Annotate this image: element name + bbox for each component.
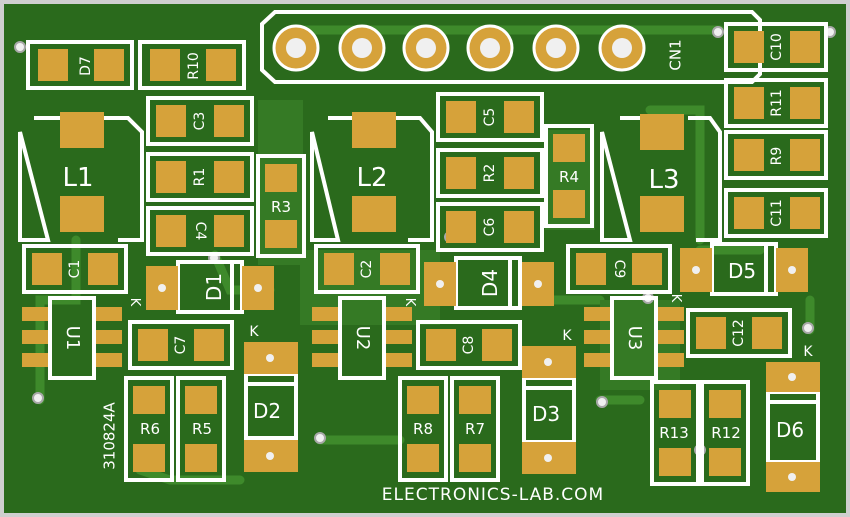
board-id: 310824A bbox=[101, 402, 119, 470]
label-d7: D7 bbox=[78, 56, 94, 76]
label-l3: L3 bbox=[648, 165, 679, 195]
label-c9: C9 bbox=[611, 260, 627, 279]
pads bbox=[32, 31, 820, 476]
label-k-d6: K bbox=[803, 344, 813, 360]
label-r10: R10 bbox=[186, 52, 202, 80]
label-c5: C5 bbox=[482, 108, 498, 127]
label-r12: R12 bbox=[711, 424, 741, 442]
diodes-vertical bbox=[244, 342, 820, 492]
label-r11: R11 bbox=[769, 89, 785, 117]
label-c11: C11 bbox=[769, 199, 785, 227]
label-r4: R4 bbox=[559, 168, 579, 186]
diodes-horizontal bbox=[146, 242, 808, 314]
inductors bbox=[18, 112, 722, 242]
component-outlines bbox=[22, 22, 828, 486]
label-r7: R7 bbox=[465, 420, 485, 438]
label-u3: U3 bbox=[624, 326, 645, 351]
label-c7: C7 bbox=[173, 336, 189, 355]
label-c3: C3 bbox=[192, 112, 208, 131]
label-d2: D2 bbox=[253, 399, 281, 423]
label-d4: D4 bbox=[478, 269, 502, 297]
label-cn1: CN1 bbox=[667, 39, 685, 70]
label-r8: R8 bbox=[413, 420, 433, 438]
label-c4: C4 bbox=[192, 222, 208, 241]
label-d3: D3 bbox=[532, 402, 560, 426]
label-c10: C10 bbox=[769, 33, 785, 61]
label-r5: R5 bbox=[192, 420, 212, 438]
silkscreen-labels: D7 R10 CN1 C10 R11 R9 C11 C3 R1 C4 C5 R2… bbox=[62, 33, 813, 505]
label-k-d5: K bbox=[668, 294, 683, 303]
label-k-d1: K bbox=[127, 298, 142, 307]
label-r2: R2 bbox=[482, 164, 498, 183]
label-r1: R1 bbox=[192, 168, 208, 187]
ic-packages bbox=[22, 296, 684, 380]
label-c6: C6 bbox=[482, 218, 498, 237]
label-k-d2: K bbox=[249, 324, 259, 340]
label-r6: R6 bbox=[140, 420, 160, 438]
label-d5: D5 bbox=[728, 259, 756, 283]
label-c12: C12 bbox=[731, 319, 747, 347]
label-l2: L2 bbox=[356, 163, 387, 193]
label-r9: R9 bbox=[769, 147, 785, 166]
label-c1: C1 bbox=[67, 260, 83, 279]
label-d1: D1 bbox=[202, 273, 226, 301]
label-l1: L1 bbox=[62, 163, 93, 193]
label-u2: U2 bbox=[352, 326, 373, 351]
label-k-d3: K bbox=[562, 328, 572, 344]
label-c2: C2 bbox=[359, 260, 375, 279]
label-u1: U1 bbox=[62, 326, 83, 351]
cn1-header bbox=[260, 10, 762, 84]
label-k-d4: K bbox=[402, 298, 417, 307]
label-r13: R13 bbox=[659, 424, 689, 442]
website-label: ELECTRONICS-LAB.COM bbox=[382, 485, 604, 505]
label-r3: R3 bbox=[271, 198, 291, 216]
label-d6: D6 bbox=[776, 418, 804, 442]
label-c8: C8 bbox=[461, 336, 477, 355]
